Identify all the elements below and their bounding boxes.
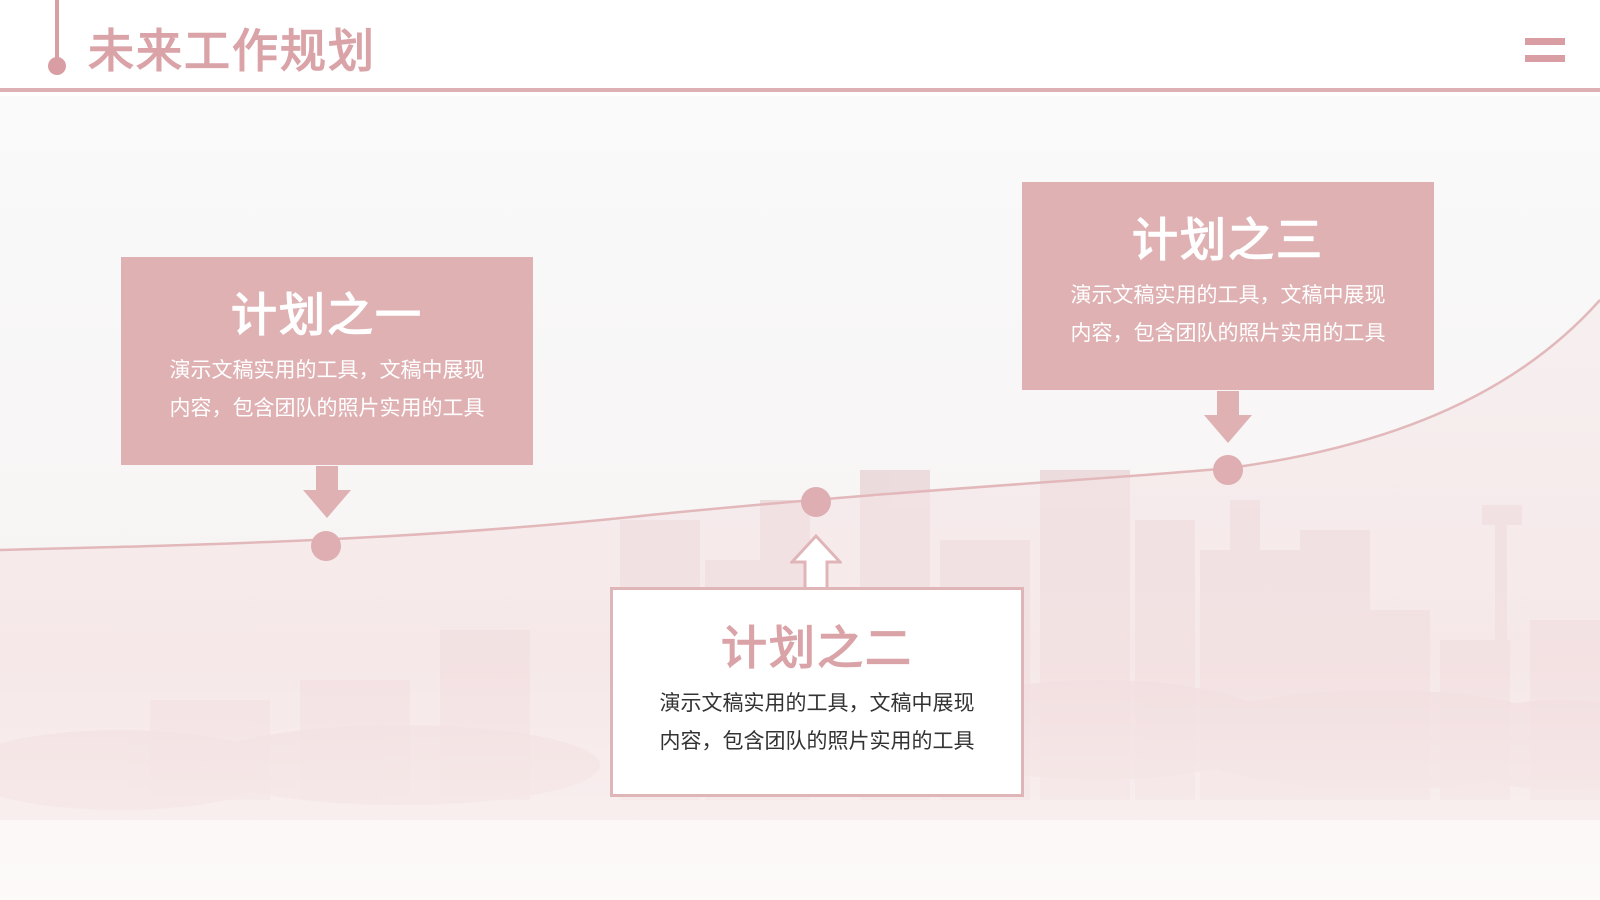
header-divider — [0, 88, 1600, 92]
plan-1-desc-line-2: 内容，包含团队的照片实用的工具 — [169, 396, 485, 420]
plan-card-3: 计划之三 演示文稿实用的工具，文稿中展现 内容，包含团队的照片实用的工具 — [1022, 182, 1434, 390]
header-accent-dot — [48, 57, 66, 75]
timeline-node-2 — [801, 487, 831, 517]
header-accent-stem — [55, 0, 59, 62]
arrow-down-icon — [1204, 391, 1252, 443]
timeline-node-3 — [1213, 455, 1243, 485]
plan-card-2: 计划之二 演示文稿实用的工具，文稿中展现 内容，包含团队的照片实用的工具 — [610, 587, 1024, 797]
plan-card-1: 计划之一 演示文稿实用的工具，文稿中展现 内容，包含团队的照片实用的工具 — [121, 257, 533, 465]
plan-3-desc-line-2: 内容，包含团队的照片实用的工具 — [1070, 321, 1386, 345]
plan-3-title: 计划之三 — [1132, 213, 1324, 267]
plan-3-desc-line-1: 演示文稿实用的工具，文稿中展现 — [1070, 283, 1386, 307]
plan-2-desc-line-1: 演示文稿实用的工具，文稿中展现 — [659, 691, 975, 715]
plan-2-title: 计划之二 — [721, 621, 913, 675]
plan-2-desc-line-2: 内容，包含团队的照片实用的工具 — [659, 729, 975, 753]
arrow-down-icon — [303, 466, 351, 518]
timeline-node-1 — [311, 531, 341, 561]
arrow-up-icon — [790, 534, 842, 589]
menu-icon[interactable] — [1525, 38, 1565, 66]
plan-1-desc-line-1: 演示文稿实用的工具，文稿中展现 — [169, 358, 485, 382]
page-title: 未来工作规划 — [88, 24, 376, 78]
plan-1-title: 计划之一 — [231, 288, 423, 342]
